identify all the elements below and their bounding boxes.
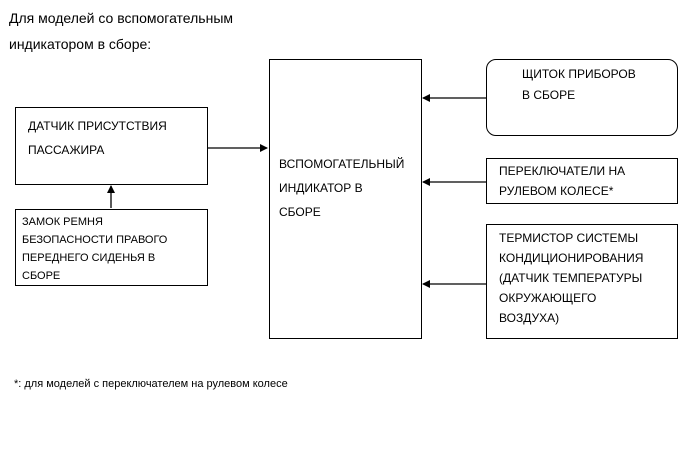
seat-belt-buckle-label: ЗАМОК РЕМНЯ БЕЗОПАСНОСТИ ПРАВОГО ПЕРЕДНЕ… [22,216,168,282]
sub-indicator-box: ВСПОМОГАТЕЛЬНЫЙ ИНДИКАТОР В СБОРЕ [269,59,422,339]
steering-switches-box: ПЕРЕКЛЮЧАТЕЛИ НА РУЛЕВОМ КОЛЕСЕ* [486,158,678,204]
footnote: *: для моделей с переключателем на рулев… [14,378,288,390]
occupant-sensor-label: ДАТЧИК ПРИСУТСТВИЯ ПАССАЖИРА [28,119,167,157]
combination-meter-box: ЩИТОК ПРИБОРОВ В СБОРЕ [486,59,678,136]
ac-thermistor-label: ТЕРМИСТОР СИСТЕМЫ КОНДИЦИОНИРОВАНИЯ (ДАТ… [499,231,644,325]
header-line-2: индикатором в сборе: [9,36,152,52]
occupant-sensor-box: ДАТЧИК ПРИСУТСТВИЯ ПАССАЖИРА [15,107,208,185]
sub-indicator-label: ВСПОМОГАТЕЛЬНЫЙ ИНДИКАТОР В СБОРЕ [279,157,405,219]
steering-switches-label: ПЕРЕКЛЮЧАТЕЛИ НА РУЛЕВОМ КОЛЕСЕ* [499,164,626,198]
header-line-1: Для моделей со вспомогательным [9,10,234,26]
combination-meter-label: ЩИТОК ПРИБОРОВ В СБОРЕ [522,67,636,102]
ac-thermistor-box: ТЕРМИСТОР СИСТЕМЫ КОНДИЦИОНИРОВАНИЯ (ДАТ… [486,224,678,339]
seat-belt-buckle-box: ЗАМОК РЕМНЯ БЕЗОПАСНОСТИ ПРАВОГО ПЕРЕДНЕ… [15,209,208,286]
